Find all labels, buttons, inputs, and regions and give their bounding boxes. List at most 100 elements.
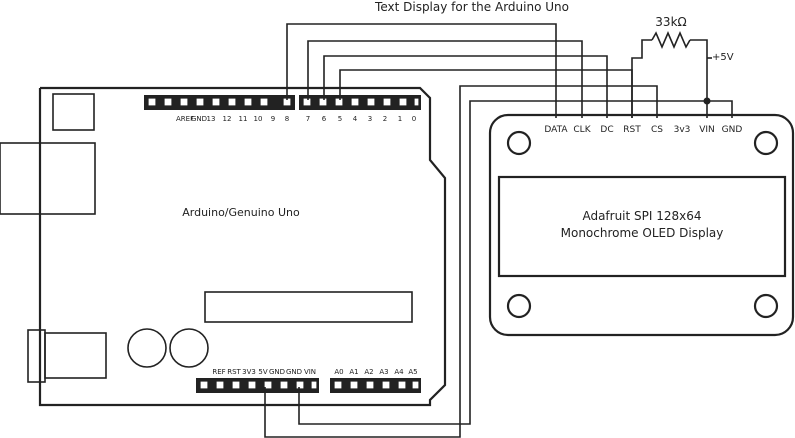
pin-label-13: 13 xyxy=(207,115,216,123)
pin-hole xyxy=(179,97,189,107)
analog-pin-holes xyxy=(333,380,420,390)
analog-pin-labels: A0 A1 A2 A3 A4 A5 xyxy=(334,368,417,376)
pin-hole-3 xyxy=(366,97,376,107)
oled-pin-rst: RST xyxy=(623,125,641,135)
pin-label-0: 0 xyxy=(412,115,416,123)
pin-label-gnd-1: GND xyxy=(269,368,285,376)
supply-label: +5V xyxy=(712,52,734,63)
pin-label-10: 10 xyxy=(254,115,263,123)
pin-hole xyxy=(227,97,237,107)
pin-hole xyxy=(199,380,209,390)
analog-header xyxy=(330,378,421,393)
digital-pin-labels: AREF GND 13 12 11 10 9 8 7 6 5 4 3 2 1 0 xyxy=(176,115,416,123)
mounting-hole xyxy=(506,130,532,156)
pin-label-3v3: 3V3 xyxy=(242,368,256,376)
diagram-title: Text Display for the Arduino Uno xyxy=(374,0,569,14)
pin-hole xyxy=(263,380,273,390)
oled-pin-data: DATA xyxy=(544,125,568,135)
pin-hole-4 xyxy=(350,97,360,107)
mounting-hole xyxy=(753,293,779,319)
capacitor-1 xyxy=(127,328,167,368)
power-pin-labels: REF RST 3V3 5V GND GND VIN xyxy=(212,368,316,376)
power-pin-holes xyxy=(199,380,318,390)
pin-label-11: 11 xyxy=(239,115,248,123)
pin-hole xyxy=(411,380,420,390)
pin-hole xyxy=(349,380,359,390)
pin-label-5: 5 xyxy=(338,115,342,123)
arduino-label: Arduino/Genuino Uno xyxy=(182,206,300,219)
oled-module: Adafruit SPI 128x64 Monochrome OLED Disp… xyxy=(488,113,795,337)
pin-hole xyxy=(211,97,221,107)
pin-label-gnd: GND xyxy=(191,115,207,123)
pin-hole-1 xyxy=(398,97,408,107)
junction-dot xyxy=(703,97,711,105)
pin-label-gnd-2: GND xyxy=(286,368,302,376)
pin-label-a0: A0 xyxy=(334,368,343,376)
pin-label-9: 9 xyxy=(271,115,275,123)
pin-label-3: 3 xyxy=(368,115,372,123)
wire-resistor-to-vin xyxy=(690,39,708,101)
oled-pin-vin: VIN xyxy=(699,125,715,135)
resistor-zigzag xyxy=(651,30,691,50)
wire-vin-to-gnd-header xyxy=(707,100,733,118)
wire-5v-to-cs xyxy=(264,85,658,438)
pin-label-a3: A3 xyxy=(379,368,388,376)
power-jack-body xyxy=(27,329,46,383)
pin-hole xyxy=(259,97,269,107)
pin-label-a2: A2 xyxy=(364,368,373,376)
pin-hole xyxy=(215,380,225,390)
wire-pin5-rst xyxy=(339,69,633,118)
power-jack xyxy=(44,332,107,379)
pin-label-aref: AREF xyxy=(176,115,194,123)
pin-label-2: 2 xyxy=(383,115,387,123)
pin-label-1: 1 xyxy=(398,115,402,123)
pin-label-5v: 5V xyxy=(258,368,267,376)
pin-label-7: 7 xyxy=(306,115,310,123)
pin-hole xyxy=(310,380,318,390)
pin-hole-6 xyxy=(318,97,328,107)
pin-label-rst: RST xyxy=(227,368,241,376)
pin-label-4: 4 xyxy=(353,115,358,123)
wire-pin7-clk xyxy=(307,40,583,118)
oled-label-line1: Adafruit SPI 128x64 xyxy=(582,209,701,223)
wires xyxy=(264,23,733,438)
pin-hole xyxy=(243,97,253,107)
pin-hole xyxy=(195,97,205,107)
usb-connector xyxy=(0,142,96,215)
oled-pin-dc: DC xyxy=(600,125,613,135)
pin-label-a4: A4 xyxy=(394,368,404,376)
wire-gnd xyxy=(298,100,708,425)
pin-hole xyxy=(163,97,173,107)
pin-hole-2 xyxy=(382,97,392,107)
pin-hole xyxy=(295,380,305,390)
wire-pin6-dc xyxy=(323,55,608,118)
pin-hole xyxy=(247,380,257,390)
pin-hole xyxy=(147,97,157,107)
pin-hole xyxy=(231,380,241,390)
pin-hole xyxy=(397,380,407,390)
oled-pin-gnd: GND xyxy=(722,125,743,135)
arduino-board: Arduino/Genuino Uno xyxy=(0,86,447,407)
pin-label-8: 8 xyxy=(285,115,289,123)
pin-label-a1: A1 xyxy=(349,368,358,376)
pin-label-a5: A5 xyxy=(408,368,417,376)
reset-button xyxy=(52,93,95,131)
oled-pin-clk: CLK xyxy=(573,125,591,135)
wire-pin8-data xyxy=(286,23,557,118)
oled-pin-labels: DATA CLK DC RST CS 3v3 VIN GND xyxy=(544,125,742,135)
pin-hole-5 xyxy=(334,97,344,107)
wire-resistor-to-rst xyxy=(631,39,652,118)
oled-board xyxy=(488,113,795,337)
capacitor-2 xyxy=(169,328,209,368)
pin-hole xyxy=(279,380,289,390)
oled-label-line2: Monochrome OLED Display xyxy=(561,226,724,240)
pin-label-12: 12 xyxy=(223,115,232,123)
pin-label-ref: REF xyxy=(212,368,225,376)
oled-pin-3v3: 3v3 xyxy=(674,125,691,135)
resistor-value: 33kΩ xyxy=(655,15,686,29)
pin-hole xyxy=(381,380,391,390)
mounting-hole xyxy=(753,130,779,156)
oled-pin-cs: CS xyxy=(651,125,663,135)
pin-hole xyxy=(365,380,375,390)
